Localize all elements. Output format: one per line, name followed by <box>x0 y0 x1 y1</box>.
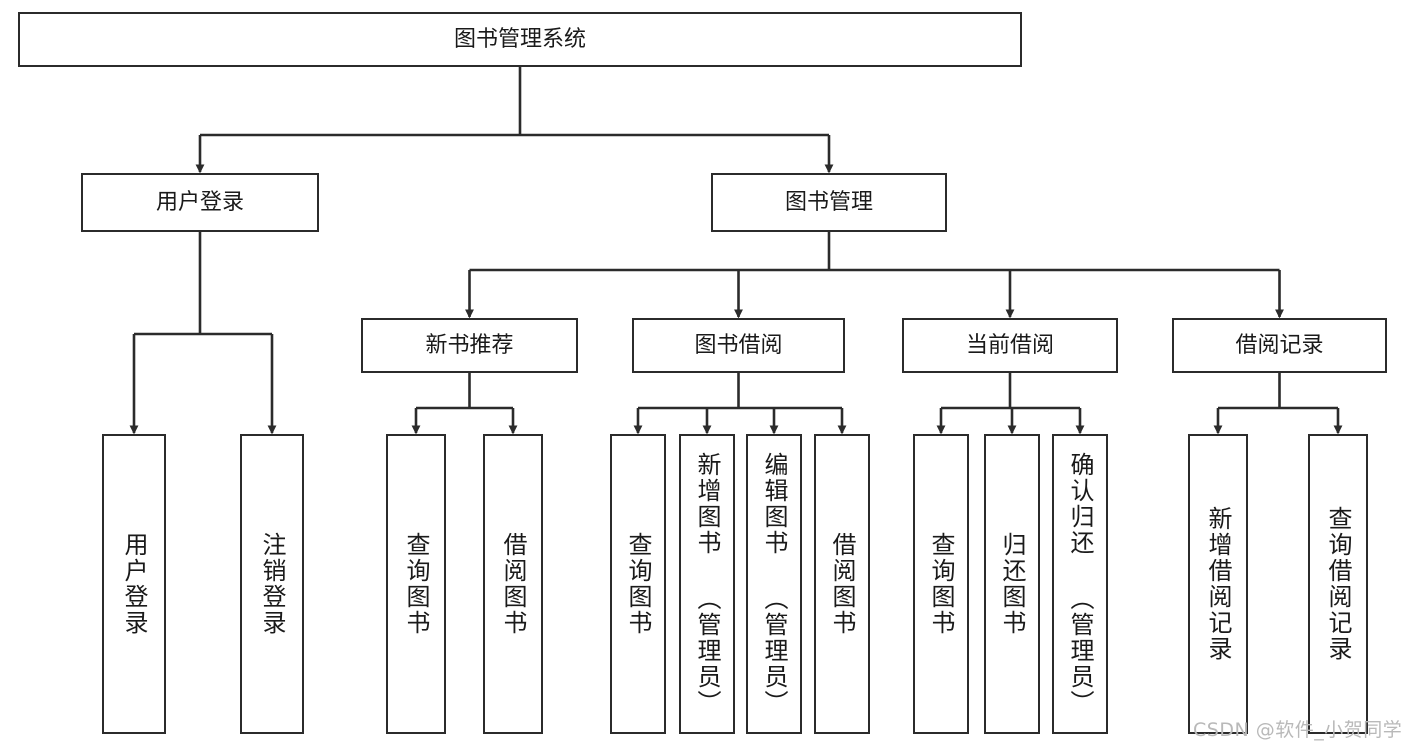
node-label: 图书借阅 <box>694 332 783 358</box>
node-label: 用户登录 <box>155 189 244 215</box>
node-label: 借阅记录 <box>1235 332 1324 358</box>
node-label: 确认归还 （管理员） <box>1066 452 1094 716</box>
node-label: 编辑图书 （管理员） <box>760 452 788 716</box>
node-leaf-add-book[interactable]: 新增图书 （管理员） <box>679 434 735 734</box>
node-root[interactable]: 图书管理系统 <box>18 12 1022 67</box>
node-leaf-logout[interactable]: 注销登录 <box>240 434 304 734</box>
node-book-manage[interactable]: 图书管理 <box>711 173 947 232</box>
node-leaf-query-1[interactable]: 查询图书 <box>386 434 446 734</box>
node-label: 用户登录 <box>120 532 148 636</box>
node-leaf-user-login[interactable]: 用户登录 <box>102 434 166 734</box>
node-leaf-query-3[interactable]: 查询图书 <box>913 434 969 734</box>
node-label: 图书管理 <box>784 189 873 215</box>
node-leaf-edit-book[interactable]: 编辑图书 （管理员） <box>746 434 802 734</box>
node-borrow-record[interactable]: 借阅记录 <box>1172 318 1387 373</box>
node-new-book-rec[interactable]: 新书推荐 <box>361 318 578 373</box>
node-label: 新增图书 （管理员） <box>693 452 721 716</box>
watermark-text: CSDN @软件_小贺同学 <box>1193 719 1403 741</box>
node-label: 查询图书 <box>402 532 430 636</box>
node-leaf-borrow-2[interactable]: 借阅图书 <box>814 434 870 734</box>
node-label: 图书管理系统 <box>453 26 586 52</box>
node-leaf-add-rec[interactable]: 新增借阅记录 <box>1188 434 1248 734</box>
node-current-borrow[interactable]: 当前借阅 <box>902 318 1118 373</box>
node-label: 借阅图书 <box>499 532 527 636</box>
node-label: 借阅图书 <box>828 532 856 636</box>
node-label: 查询借阅记录 <box>1324 506 1352 662</box>
node-leaf-query-rec[interactable]: 查询借阅记录 <box>1308 434 1368 734</box>
node-leaf-confirm[interactable]: 确认归还 （管理员） <box>1052 434 1108 734</box>
node-label: 当前借阅 <box>965 332 1054 358</box>
node-label: 新增借阅记录 <box>1204 506 1232 662</box>
node-leaf-borrow-1[interactable]: 借阅图书 <box>483 434 543 734</box>
node-label: 注销登录 <box>258 532 286 636</box>
node-label: 归还图书 <box>998 532 1026 636</box>
node-book-borrow[interactable]: 图书借阅 <box>632 318 845 373</box>
node-label: 查询图书 <box>624 532 652 636</box>
tree-connectors <box>129 67 1343 435</box>
node-label: 查询图书 <box>927 532 955 636</box>
node-leaf-query-2[interactable]: 查询图书 <box>610 434 666 734</box>
node-leaf-return[interactable]: 归还图书 <box>984 434 1040 734</box>
node-user-login[interactable]: 用户登录 <box>81 173 319 232</box>
node-label: 新书推荐 <box>425 332 514 358</box>
